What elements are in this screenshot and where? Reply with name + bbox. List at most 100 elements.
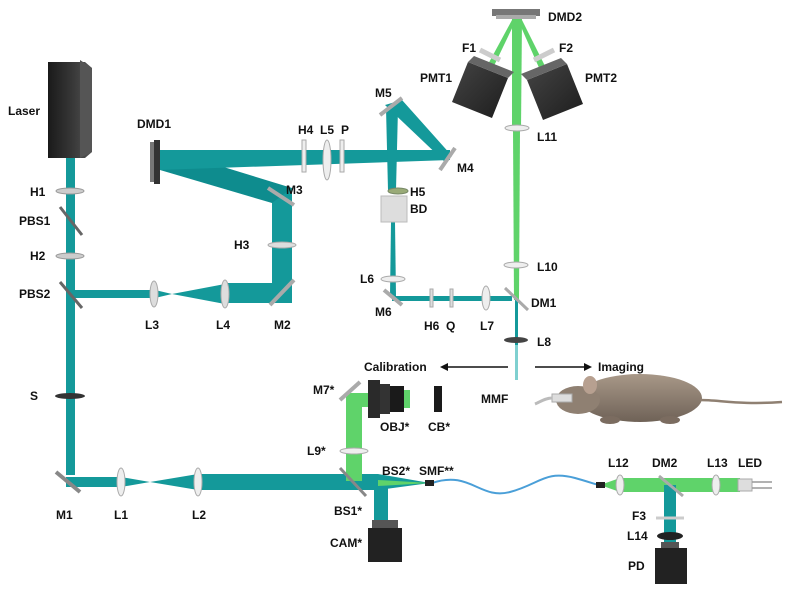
label-l6: L6: [360, 272, 375, 286]
m4-mirror: [438, 146, 457, 172]
dmd2-device: [492, 9, 540, 16]
calibration-arrow: [440, 363, 508, 371]
camera-device: [368, 520, 402, 562]
green-beam-bs-to-m7: [346, 393, 362, 481]
label-l3: L3: [145, 318, 160, 332]
green-beam-l11-to-dmd2: [512, 18, 522, 130]
h2-waveplate: [55, 252, 85, 260]
label-f2: F2: [559, 41, 574, 55]
h1-waveplate: [55, 187, 85, 195]
label-led: LED: [738, 456, 762, 470]
imaging-arrow: [535, 363, 592, 371]
polarizer: [339, 139, 345, 173]
pbs1-splitter: [58, 206, 84, 236]
label-bd: BD: [410, 202, 428, 216]
dm2-mirror: [658, 474, 684, 498]
label-h5: H5: [410, 185, 426, 199]
l2-lens: [193, 467, 203, 497]
l9-lens: [339, 447, 369, 455]
shutter: [55, 393, 85, 399]
label-h2: H2: [30, 249, 46, 263]
l3-lens: [149, 280, 159, 308]
label-l10: L10: [537, 260, 558, 274]
l5-lens: [322, 139, 332, 181]
label-mmf: MMF: [481, 392, 509, 406]
photodiode: [655, 542, 687, 584]
label-pmt2: PMT2: [585, 71, 618, 85]
calibration-block: [434, 386, 442, 412]
label-dmd1: DMD1: [137, 117, 172, 131]
pbs2-splitter: [58, 281, 84, 309]
green-beam-dm1-to-l11: [513, 130, 520, 300]
green-beam-l12-to-led: [620, 478, 740, 492]
f1-filter: [478, 47, 502, 63]
laser-device: [48, 60, 92, 158]
green-beam-l12-cone: [600, 478, 620, 492]
beam-dump: [380, 195, 408, 223]
label-obj: OBJ*: [380, 420, 410, 434]
m6-mirror: [382, 288, 404, 307]
dmd1-device: [154, 140, 160, 184]
label-l13: L13: [707, 456, 728, 470]
label-m5: M5: [375, 86, 392, 100]
label-l1: L1: [114, 508, 129, 522]
label-dm1: DM1: [531, 296, 557, 310]
m5-mirror: [378, 96, 404, 117]
label-pmt1: PMT1: [420, 71, 453, 85]
smf-connector-left: [425, 480, 434, 486]
beam-l4-to-m2: [225, 283, 283, 303]
led-source: [737, 478, 772, 492]
h4-waveplate: [301, 139, 307, 173]
f2-filter: [532, 47, 556, 63]
label-f1: F1: [462, 41, 477, 55]
beam-l2-to-bs1: [198, 474, 353, 490]
label-m2: M2: [274, 318, 291, 332]
label-imaging: Imaging: [598, 360, 645, 374]
label-h3: H3: [234, 238, 250, 252]
label-q: Q: [446, 319, 456, 333]
beam-laser-to-m1: [66, 150, 75, 475]
label-l7: L7: [480, 319, 495, 333]
dm1-mirror: [503, 286, 530, 312]
objective-lens: [368, 380, 410, 418]
label-pbs2: PBS2: [19, 287, 51, 301]
label-m3: M3: [286, 183, 303, 197]
m1-mirror: [54, 470, 82, 494]
label-m7: M7*: [313, 383, 335, 397]
beam-bd-to-m6: [390, 222, 396, 296]
label-cb: CB*: [428, 420, 451, 434]
label-bs2: BS2*: [382, 464, 411, 478]
label-f3: F3: [632, 509, 647, 523]
beam-l2-cone: [150, 474, 198, 490]
label-h4: H4: [298, 123, 314, 137]
beam-bs1-to-cam: [374, 482, 388, 520]
h6-waveplate: [429, 288, 434, 308]
l14-lens: [657, 532, 683, 540]
optics: [48, 9, 783, 584]
beam-l1-cone: [121, 477, 150, 487]
label-l11: L11: [537, 130, 558, 144]
q-waveplate: [449, 288, 454, 308]
beam-pbs2-to-l3: [70, 290, 155, 298]
l13-lens: [711, 474, 721, 496]
label-h1: H1: [30, 185, 46, 199]
label-smf: SMF**: [419, 464, 454, 478]
l4-lens: [220, 279, 230, 309]
label-l4: L4: [216, 318, 231, 332]
label-pd: PD: [628, 559, 645, 573]
label-m4: M4: [457, 161, 474, 175]
label-cam: CAM*: [330, 536, 362, 550]
beam-dm1-to-l8: [515, 300, 518, 345]
l11-lens: [504, 124, 530, 132]
label-l12: L12: [608, 456, 629, 470]
beam-m4-to-m5: [385, 100, 452, 162]
mouse-illustration: [534, 374, 783, 424]
l7-lens: [481, 285, 491, 311]
label-m1: M1: [56, 508, 73, 522]
label-bs1: BS1*: [334, 504, 363, 518]
pmt1-detector: [452, 56, 514, 118]
label-dm2: DM2: [652, 456, 678, 470]
l10-lens: [503, 261, 529, 269]
label-laser: Laser: [8, 104, 41, 118]
